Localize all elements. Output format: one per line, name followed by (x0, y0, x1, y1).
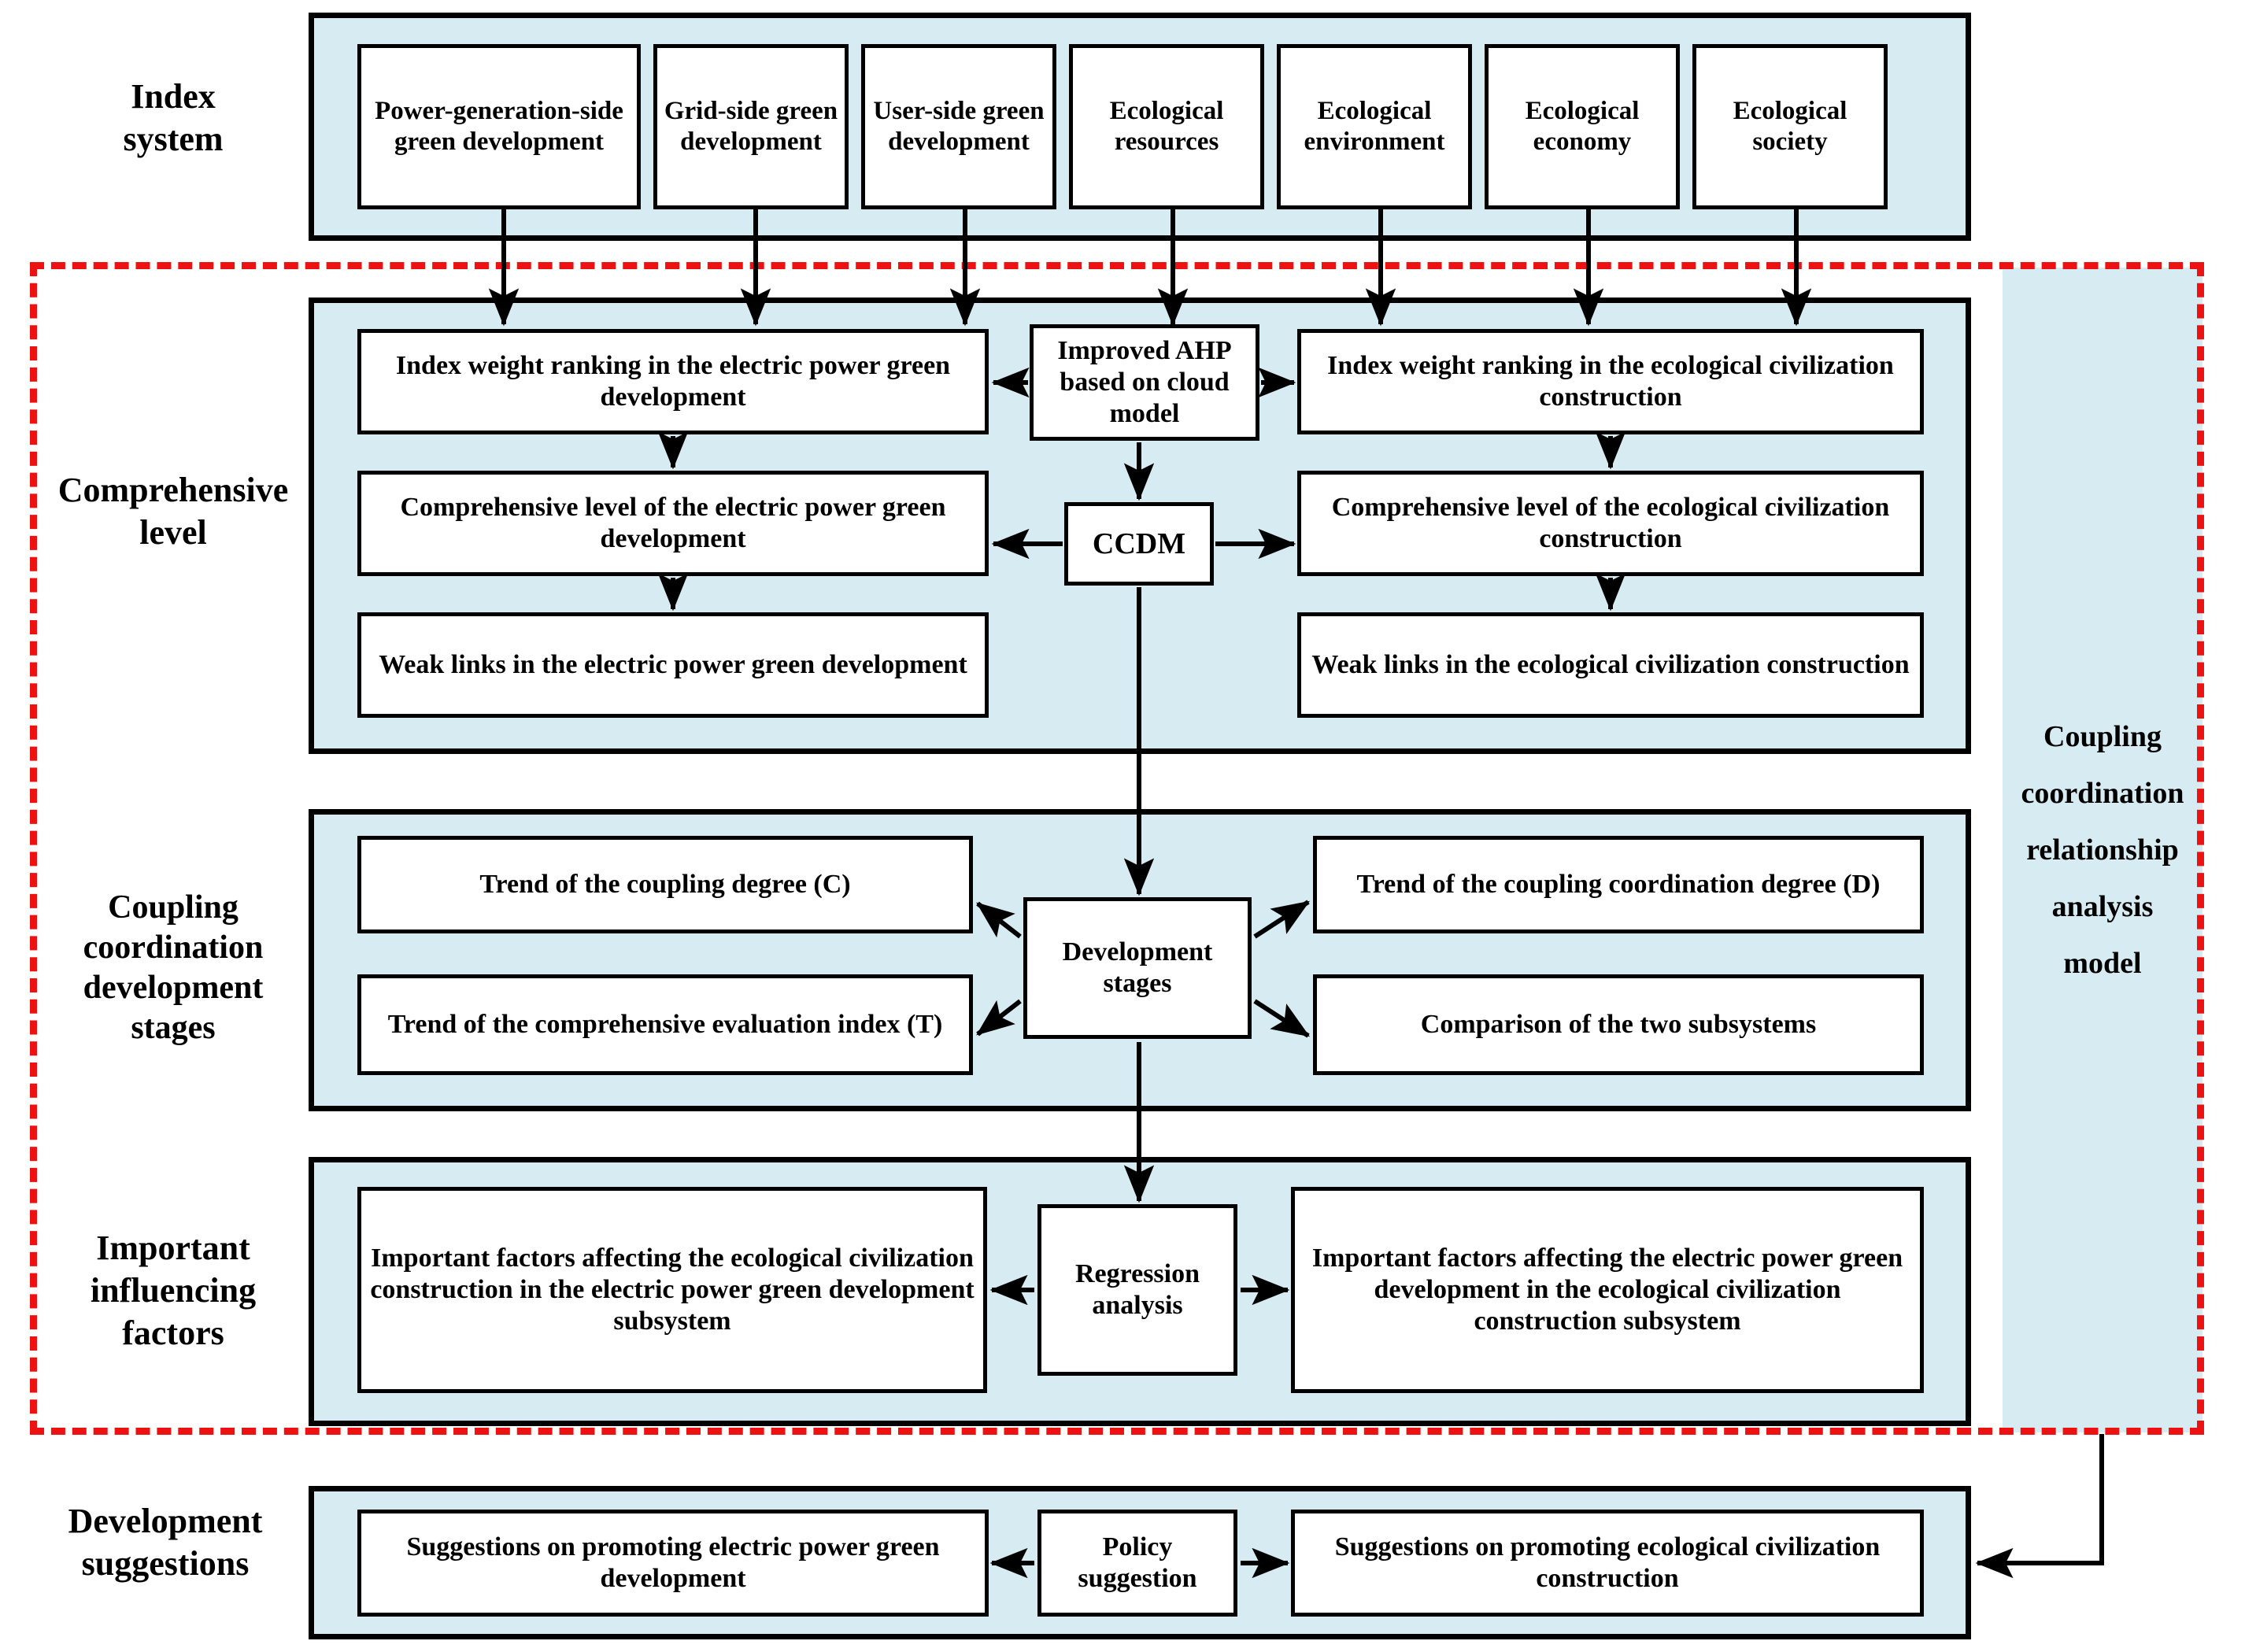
factor-box-eco-in-power-subsystem[interactable]: Important factors affecting the ecologic… (357, 1187, 987, 1393)
comp-box-level-power[interactable]: Comprehensive level of the electric powe… (357, 471, 989, 576)
comp-box-weak-links-power[interactable]: Weak links in the electric power green d… (357, 612, 989, 718)
index-box-ecological-environment[interactable]: Ecological environment (1277, 44, 1472, 209)
index-box-ecological-resources[interactable]: Ecological resources (1069, 44, 1264, 209)
row-label-comprehensive-level: Comprehensive level (57, 471, 289, 552)
index-box-power-generation-side[interactable]: Power-generation-side green development (357, 44, 641, 209)
stage-box-coupling-degree-c[interactable]: Trend of the coupling degree (C) (357, 836, 973, 933)
comp-box-index-weight-eco[interactable]: Index weight ranking in the ecological c… (1297, 329, 1924, 434)
comp-box-improved-ahp[interactable]: Improved AHP based on cloud model (1030, 324, 1259, 441)
suggestion-box-power-green[interactable]: Suggestions on promoting electric power … (357, 1510, 989, 1617)
factor-box-power-in-eco-subsystem[interactable]: Important factors affecting the electric… (1291, 1187, 1924, 1393)
factor-box-regression-analysis[interactable]: Regression analysis (1037, 1204, 1237, 1376)
suggestion-box-policy[interactable]: Policy suggestion (1037, 1510, 1237, 1617)
row-label-coupling-stages: Coupling coordination development stages (83, 889, 264, 1047)
row-label-development-suggestions: Development suggestions (68, 1502, 263, 1583)
row-label-influencing-factors: Important influencing factors (90, 1229, 257, 1352)
index-box-ecological-economy[interactable]: Ecological economy (1485, 44, 1680, 209)
stage-box-comprehensive-index-t[interactable]: Trend of the comprehensive evaluation in… (357, 974, 973, 1075)
comp-box-ccdm[interactable]: CCDM (1064, 502, 1214, 586)
side-panel-label: Coupling coordination relationship analy… (2021, 719, 2184, 981)
index-box-ecological-society[interactable]: Ecological society (1692, 44, 1888, 209)
comp-box-index-weight-power[interactable]: Index weight ranking in the electric pow… (357, 329, 989, 434)
suggestion-box-eco-civilization[interactable]: Suggestions on promoting ecological civi… (1291, 1510, 1924, 1617)
row-label-index-system: Index system (123, 77, 224, 158)
stage-box-coordination-degree-d[interactable]: Trend of the coupling coordination degre… (1313, 836, 1924, 933)
stage-box-comparison-subsystems[interactable]: Comparison of the two subsystems (1313, 974, 1924, 1075)
comp-box-weak-links-eco[interactable]: Weak links in the ecological civilizatio… (1297, 612, 1924, 718)
index-box-user-side[interactable]: User-side green development (861, 44, 1056, 209)
side-panel-coupling-model: Coupling coordination relationship analy… (2003, 268, 2202, 1432)
stage-box-development-stages[interactable]: Development stages (1023, 897, 1252, 1039)
comp-box-level-eco[interactable]: Comprehensive level of the ecological ci… (1297, 471, 1924, 576)
wire-side-panel-to-suggestions (1975, 1434, 2104, 1579)
index-box-grid-side[interactable]: Grid-side green development (653, 44, 849, 209)
